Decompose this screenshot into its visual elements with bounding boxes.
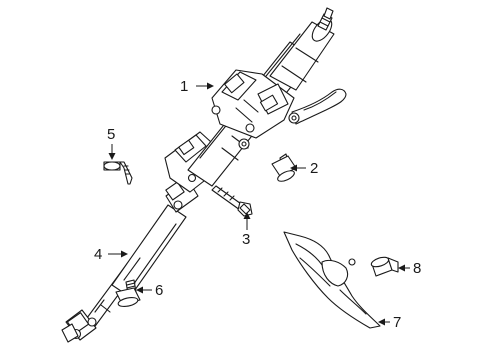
leader-3: [243, 212, 251, 230]
leader-7: [378, 318, 390, 326]
callout-label-7: 7: [393, 314, 401, 331]
long-bolt-3: [211, 185, 253, 217]
leader-5: [108, 144, 116, 160]
leader-8: [398, 264, 410, 272]
leader-2: [290, 164, 306, 172]
leader-4: [108, 250, 128, 258]
callout-label-1: 1: [180, 78, 188, 95]
callout-label-8: 8: [413, 260, 421, 277]
leader-1: [196, 82, 214, 90]
callout-label-3: 3: [242, 231, 250, 248]
callout-label-4: 4: [94, 246, 102, 263]
flange-bolt-2: [271, 153, 297, 182]
stud-bolt-6: [115, 279, 141, 307]
clip-fastener-8: [370, 256, 399, 277]
column-cover-7: [283, 231, 381, 329]
callout-label-2: 2: [310, 160, 318, 177]
bolt-5: [103, 161, 133, 185]
steering-column-assembly: [61, 7, 347, 343]
callout-label-5: 5: [107, 126, 115, 143]
callout-label-6: 6: [155, 282, 163, 299]
leader-6: [136, 286, 152, 294]
